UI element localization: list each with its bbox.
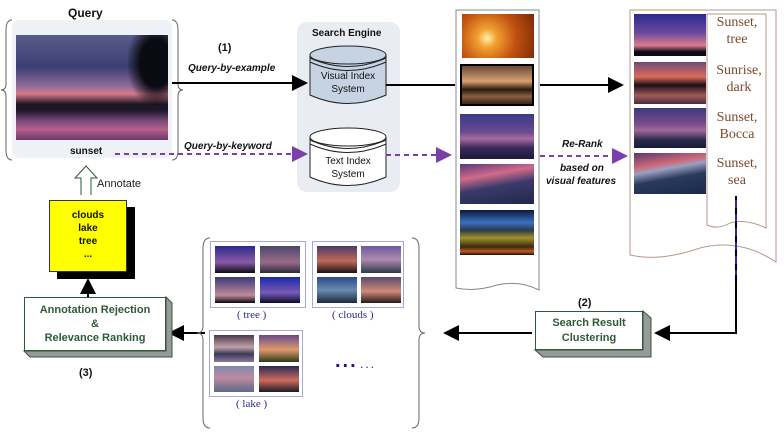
cluster-thumb — [214, 335, 254, 362]
cluster-clouds[interactable] — [312, 241, 404, 308]
result-thumb-2[interactable] — [460, 64, 534, 106]
output-keyword: ... — [83, 249, 93, 260]
output-keyword: tree — [78, 236, 98, 247]
reranked-thumb-2[interactable] — [634, 62, 706, 104]
query-left-brace — [0, 19, 13, 161]
cluster-more-dots-small: ... — [360, 357, 377, 371]
reranked-annotation-4: Sunset,sea — [716, 156, 758, 188]
output-keyword: clouds — [71, 210, 105, 221]
result-thumb-1[interactable] — [462, 14, 534, 58]
annotate-label: Annotate — [97, 178, 142, 190]
cluster-thumb — [260, 246, 300, 273]
query-title: Query — [68, 6, 103, 20]
cluster-thumb — [317, 246, 357, 273]
reranked-thumb-4[interactable] — [634, 153, 706, 194]
query-right-brace — [171, 19, 184, 161]
rerank-sub1-label: based on — [560, 163, 604, 174]
clustering-box-3d — [533, 309, 652, 358]
step-3-label: (3) — [79, 367, 93, 379]
rerank-to-clustering-line — [654, 196, 737, 341]
step-1-label: (1) — [218, 42, 232, 54]
text-index-label[interactable]: Text Index System — [325, 156, 371, 180]
text-index-db — [309, 127, 387, 186]
cluster-thumb — [317, 277, 357, 303]
annotation-rejection-box[interactable]: Annotation Rejection & Relevance Ranking — [24, 297, 166, 351]
cluster-thumb — [215, 277, 255, 303]
search-result-clustering-box[interactable]: Search Result Clustering — [535, 311, 643, 350]
result-thumb-4[interactable] — [460, 164, 534, 204]
cluster-clouds-label: ( clouds ) — [332, 309, 374, 321]
clusters-left-brace — [196, 237, 211, 429]
output-keyword: lake — [78, 223, 98, 234]
search-engine-title-text: Search Engine — [312, 28, 382, 39]
visual-index-db — [309, 45, 387, 104]
cluster-more-dots: ... — [335, 350, 358, 372]
result-thumb-3[interactable] — [460, 114, 534, 159]
cluster-thumb — [361, 246, 401, 273]
annotate-arrow — [73, 165, 99, 195]
cluster-lake[interactable] — [209, 330, 303, 397]
visual-index-label[interactable]: Visual Index System — [320, 71, 376, 95]
query-by-keyword-label: Query-by-keyword — [184, 141, 272, 152]
rerank-sub2-label: visual features — [546, 176, 617, 187]
reranked-thumb-1[interactable] — [634, 14, 706, 56]
cluster-thumb — [260, 277, 300, 303]
reranked-annotation-scroll — [706, 13, 767, 229]
reranked-annotation-1: Sunset,tree — [716, 15, 758, 47]
cluster-lake-label: ( lake ) — [236, 398, 268, 410]
output-keywords-box: clouds lake tree ... — [49, 200, 127, 272]
reranked-annotation-3: Sunset,Bocca — [716, 110, 758, 142]
cluster-thumb — [259, 366, 299, 392]
cluster-tree[interactable] — [210, 241, 306, 308]
query-image-trees — [128, 35, 168, 105]
step-2-label: (2) — [578, 297, 592, 309]
cluster-tree-label: ( tree ) — [237, 309, 267, 321]
cluster-thumb — [361, 277, 401, 303]
query-keyword: sunset — [70, 146, 103, 157]
reranked-thumb-3[interactable] — [634, 108, 706, 148]
reranked-annotation-2: Sunrise,dark — [716, 63, 762, 95]
result-thumb-5[interactable] — [460, 210, 534, 255]
clusters-right-brace — [411, 237, 426, 429]
cluster-thumb — [259, 335, 299, 362]
cluster-thumb — [214, 366, 254, 392]
annotation-box-3d — [22, 295, 173, 358]
cluster-thumb — [215, 246, 255, 273]
query-by-example-label: Query-by-example — [188, 63, 276, 74]
rerank-label: Re-Rank — [562, 139, 603, 150]
